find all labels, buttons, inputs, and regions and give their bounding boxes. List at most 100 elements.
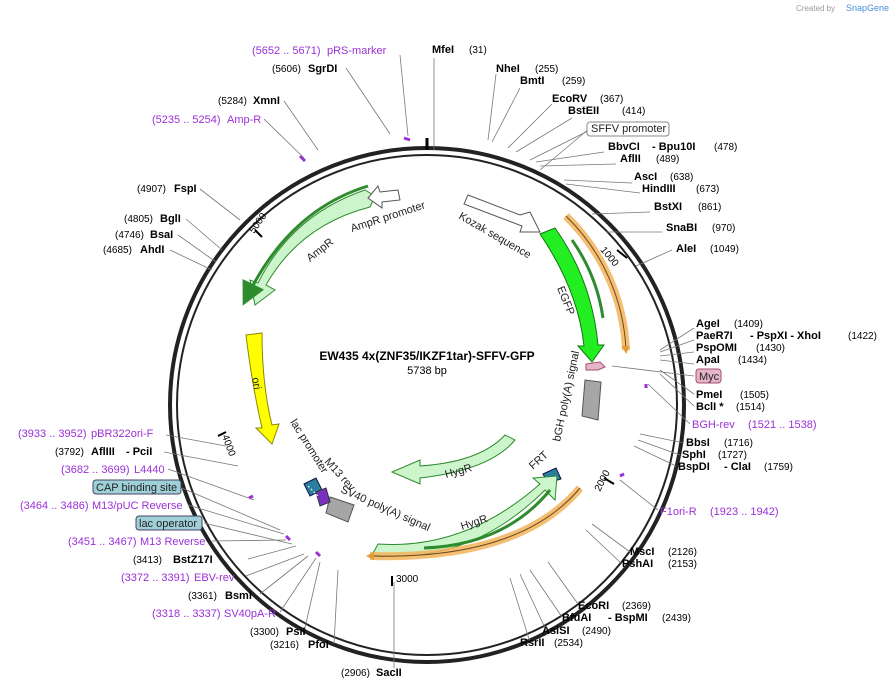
site-NheI: NheI bbox=[496, 63, 520, 75]
svg-text:(3464 .. 3486): (3464 .. 3486) bbox=[20, 500, 89, 512]
ampr-green-arc bbox=[242, 184, 369, 306]
svg-text:(1409): (1409) bbox=[734, 319, 763, 330]
map-length: 5738 bp bbox=[407, 365, 447, 377]
site-AleI: AleI bbox=[676, 243, 696, 255]
site-HindIII: HindIII bbox=[642, 183, 676, 195]
site-BstZ17I: BstZ17I bbox=[173, 554, 213, 566]
svg-text:(3216): (3216) bbox=[270, 640, 299, 651]
site-RsrII: RsrII bbox=[520, 637, 544, 649]
svg-text:4000: 4000 bbox=[219, 433, 237, 458]
site-AsiSI: AsiSI bbox=[542, 625, 570, 637]
sffv-label: SFFV promoter bbox=[591, 123, 667, 135]
svg-text:(638): (638) bbox=[670, 172, 693, 183]
site-BspDI: BspDI bbox=[678, 461, 710, 473]
svg-text:(861): (861) bbox=[698, 202, 721, 213]
svg-text:(1521 .. 1538): (1521 .. 1538) bbox=[748, 419, 817, 431]
sffv-box bbox=[586, 121, 670, 137]
svg-text:(3451 .. 3467): (3451 .. 3467) bbox=[68, 536, 137, 548]
primer-M13-Reverse: M13 Reverse bbox=[140, 536, 205, 548]
svg-text:(4907): (4907) bbox=[137, 184, 166, 195]
svg-text:(2126): (2126) bbox=[668, 547, 697, 558]
myc-box bbox=[695, 368, 722, 384]
svg-text:(1422): (1422) bbox=[848, 331, 877, 342]
svg-text:(1923 .. 1942): (1923 .. 1942) bbox=[710, 506, 779, 518]
green-arc-bottom bbox=[423, 489, 552, 550]
site-PsiI: PsiI bbox=[286, 626, 306, 638]
credit-text: Created by bbox=[796, 4, 835, 13]
bgh-block bbox=[581, 379, 602, 421]
site-MscI: MscI bbox=[630, 546, 654, 558]
myc-marker bbox=[585, 361, 606, 371]
svg-text:(2534): (2534) bbox=[554, 638, 583, 649]
bgh-label: bGH poly(A) signal bbox=[551, 350, 582, 443]
site-BstXI: BstXI bbox=[654, 201, 682, 213]
svg-text:(4805): (4805) bbox=[124, 214, 153, 225]
svg-text:(1505): (1505) bbox=[740, 390, 769, 401]
svg-text:(3413): (3413) bbox=[133, 555, 162, 566]
site-BmtI: BmtI bbox=[520, 75, 544, 87]
site-PspOMI: PspOMI bbox=[696, 342, 737, 354]
site-BglI: BglI bbox=[160, 213, 181, 225]
lacprom-label: lac promoter bbox=[287, 417, 330, 475]
svg-text:(1759): (1759) bbox=[764, 462, 793, 473]
svg-text:- BspMI: - BspMI bbox=[608, 612, 648, 624]
egfp-arrow bbox=[539, 227, 605, 363]
tick-2000: 2000 bbox=[593, 468, 615, 493]
site-MfeI: MfeI bbox=[432, 44, 454, 56]
svg-text:- ClaI: - ClaI bbox=[724, 461, 751, 473]
primer-Amp-R: Amp-R bbox=[227, 114, 261, 126]
site-SphI: SphI bbox=[682, 449, 706, 461]
kozak-arrow bbox=[463, 194, 541, 233]
svg-text:(259): (259) bbox=[562, 76, 585, 87]
ori-arrow bbox=[245, 332, 280, 445]
frt-label: FRT bbox=[527, 449, 551, 472]
site-EcoRI: EcoRI bbox=[578, 600, 609, 612]
site-BsmI: BsmI bbox=[225, 590, 252, 602]
svg-text:- Bpu10I: - Bpu10I bbox=[652, 141, 695, 153]
primer-EBV-rev: EBV-rev bbox=[194, 572, 235, 584]
svg-text:(3300): (3300) bbox=[250, 627, 279, 638]
svg-text:(5284): (5284) bbox=[218, 96, 247, 107]
svg-text:(367): (367) bbox=[600, 94, 623, 105]
snapgene-brand: SnapGene bbox=[846, 3, 889, 13]
svg-text:- PspXI - XhoI: - PspXI - XhoI bbox=[750, 330, 821, 342]
svg-text:(2490): (2490) bbox=[582, 626, 611, 637]
svg-text:(1514): (1514) bbox=[736, 402, 765, 413]
svg-text:(2153): (2153) bbox=[668, 559, 697, 570]
site-SacII: SacII bbox=[376, 667, 402, 679]
site-AflII: AflII bbox=[620, 153, 641, 165]
site-AhdI: AhdI bbox=[140, 244, 164, 256]
primer-L4440: L4440 bbox=[134, 464, 165, 476]
site-PaeR7I: PaeR7I bbox=[696, 330, 733, 342]
lac-operator-label: lac operator bbox=[139, 518, 197, 530]
sv40-block bbox=[325, 496, 355, 523]
site-PshAI: PshAI bbox=[622, 558, 653, 570]
svg-text:(2439): (2439) bbox=[662, 613, 691, 624]
svg-text:(3792): (3792) bbox=[55, 447, 84, 458]
site-AscI: AscI bbox=[634, 171, 657, 183]
ori-label: ori bbox=[249, 376, 263, 390]
svg-text:(1727): (1727) bbox=[718, 450, 747, 461]
svg-text:(1716): (1716) bbox=[724, 438, 753, 449]
svg-text:(478): (478) bbox=[714, 142, 737, 153]
svg-text:(3682 .. 3699): (3682 .. 3699) bbox=[61, 464, 130, 476]
site-ApaI: ApaI bbox=[696, 354, 720, 366]
svg-text:(4746): (4746) bbox=[115, 230, 144, 241]
tick-3000: 3000 bbox=[391, 574, 419, 586]
site-BfuAI: BfuAI bbox=[562, 612, 591, 624]
site-FspI: FspI bbox=[174, 183, 197, 195]
svg-text:- PciI: - PciI bbox=[126, 446, 152, 458]
svg-text:(4685): (4685) bbox=[103, 245, 132, 256]
site-BsaI: BsaI bbox=[150, 229, 173, 241]
map-title: EW435 4x(ZNF35/IKZF1tar)-SFFV-GFP bbox=[319, 349, 534, 363]
site-SgrDI: SgrDI bbox=[308, 63, 337, 75]
svg-text:(1049): (1049) bbox=[710, 244, 739, 255]
svg-text:(5606): (5606) bbox=[272, 64, 301, 75]
primer-F1ori-R: F1ori-R bbox=[660, 506, 697, 518]
m13-block bbox=[315, 487, 331, 507]
svg-text:(2906): (2906) bbox=[341, 668, 370, 679]
site-EcoRV: EcoRV bbox=[552, 93, 588, 105]
svg-text:(673): (673) bbox=[696, 184, 719, 195]
